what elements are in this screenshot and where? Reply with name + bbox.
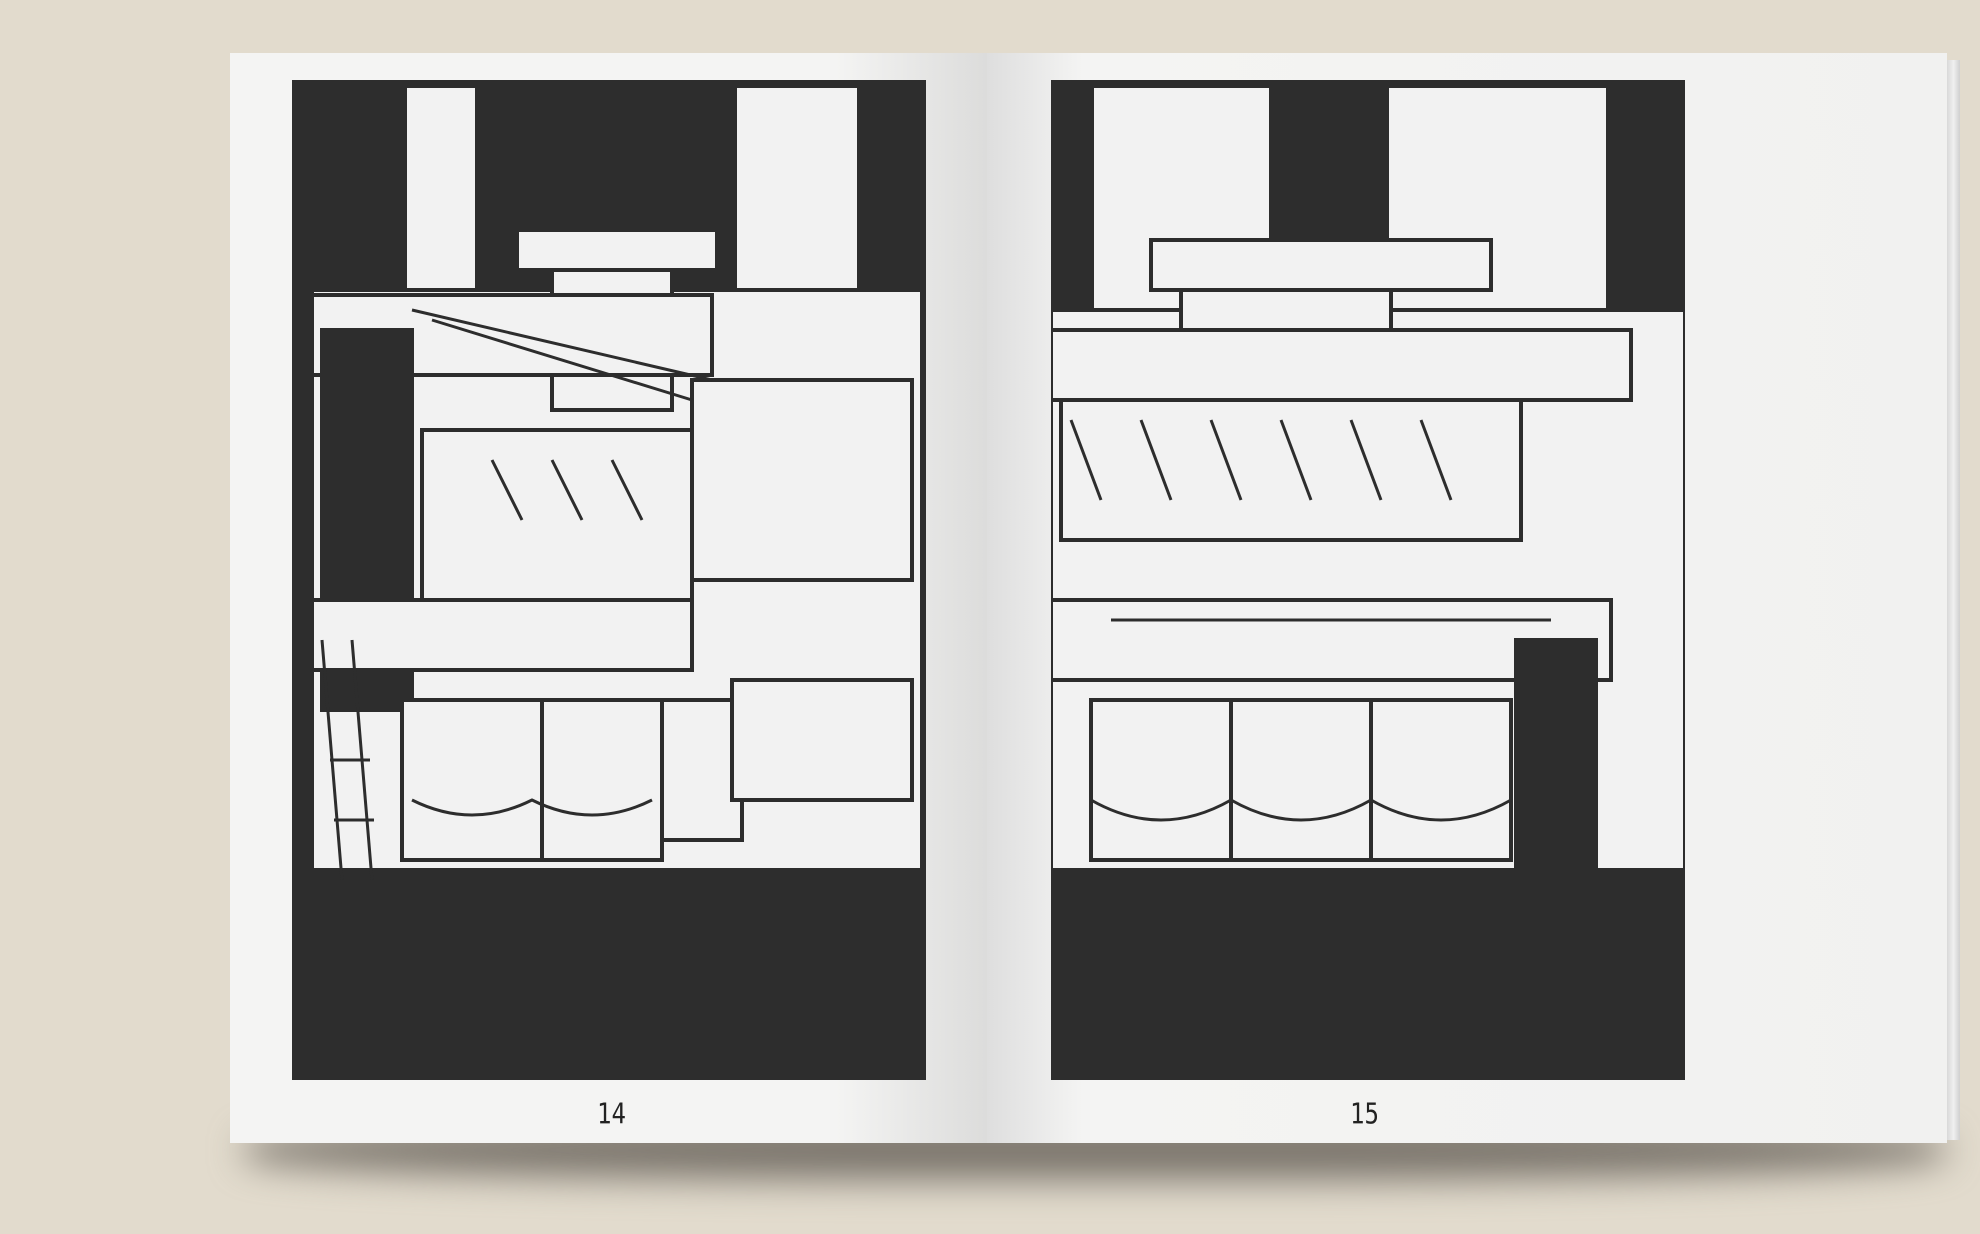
left-illustration: [292, 80, 926, 1080]
machine-drawing-right: [1051, 238, 1685, 892]
machine-drawing-left: [310, 228, 924, 881]
page-number-left: 14: [597, 1097, 626, 1131]
page-number-right: 15: [1350, 1097, 1379, 1131]
right-illustration: [1051, 80, 1685, 1080]
page-edges: [1947, 60, 1960, 1140]
